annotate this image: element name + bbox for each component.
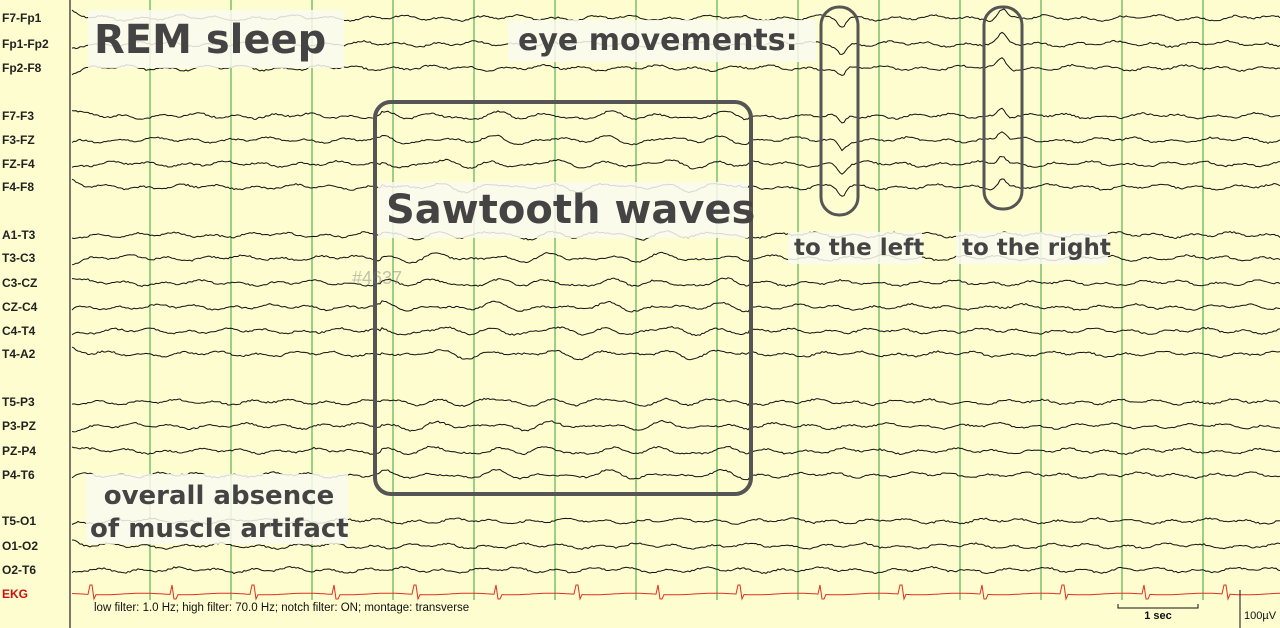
eeg-trace [71,419,1280,433]
muscle-artifact-label: overall absence of muscle artifact [86,474,349,544]
channel-label: FZ-F4 [2,157,35,171]
eeg-trace [71,57,1280,77]
eeg-trace [71,445,1280,456]
channel-label: O2-T6 [2,563,36,577]
eye-right-highlight-box [982,5,1024,211]
eeg-trace [71,107,1280,124]
eeg-trace [71,539,1280,550]
channel-label: C3-CZ [2,276,37,290]
channel-label: T5-O1 [2,514,36,528]
filter-settings: low filter: 1.0 Hz; high filter: 70.0 Hz… [94,602,470,614]
channel-label: F7-F3 [2,109,34,123]
channel-label: T3-C3 [2,251,36,265]
channel-label: F3-FZ [2,133,35,147]
channel-label: T5-P3 [2,395,35,409]
eeg-trace [71,565,1280,575]
sawtooth-label: Sawtooth waves [378,182,755,238]
channel-label: A1-T3 [2,228,36,242]
eeg-trace [71,155,1280,175]
watermark-text: #4637 [352,268,403,288]
channel-label: Fp1-Fp2 [2,37,49,51]
channel-label: CZ-C4 [2,300,38,314]
channel-label: T4-A2 [2,347,36,361]
channel-label: F7-Fp1 [2,11,42,25]
sawtooth-highlight-box [373,100,753,496]
eeg-trace [71,277,1280,288]
ekg-trace [71,584,1280,601]
channel-label: PZ-P4 [2,444,36,458]
time-scale-label: 1 sec [1144,610,1172,622]
to-the-left-label: to the left [788,232,924,264]
channel-label: P3-PZ [2,419,36,433]
muscle-label-line2: of muscle artifact [90,513,349,544]
channel-label: Fp2-F8 [2,61,42,75]
amplitude-scale-label: 100µV [1244,610,1277,622]
channel-label: O1-O2 [2,539,38,553]
eeg-trace [71,346,1280,361]
channel-label: C4-T4 [2,324,36,338]
eeg-trace [71,300,1280,313]
eye-movements-label: eye movements: [508,20,816,62]
channel-label: P4-T6 [2,468,35,482]
eeg-trace [71,326,1280,337]
time-scale-bar [1117,604,1199,609]
to-the-right-label: to the right [956,232,1111,264]
channel-label: EKG [2,587,28,601]
eeg-trace [71,131,1280,152]
title-label: REM sleep [88,10,344,68]
channel-label: F4-F8 [2,180,34,194]
eeg-trace [71,468,1280,481]
eye-left-highlight-box [819,5,860,217]
muscle-label-line1: overall absence [103,481,335,511]
eeg-trace [71,397,1280,407]
